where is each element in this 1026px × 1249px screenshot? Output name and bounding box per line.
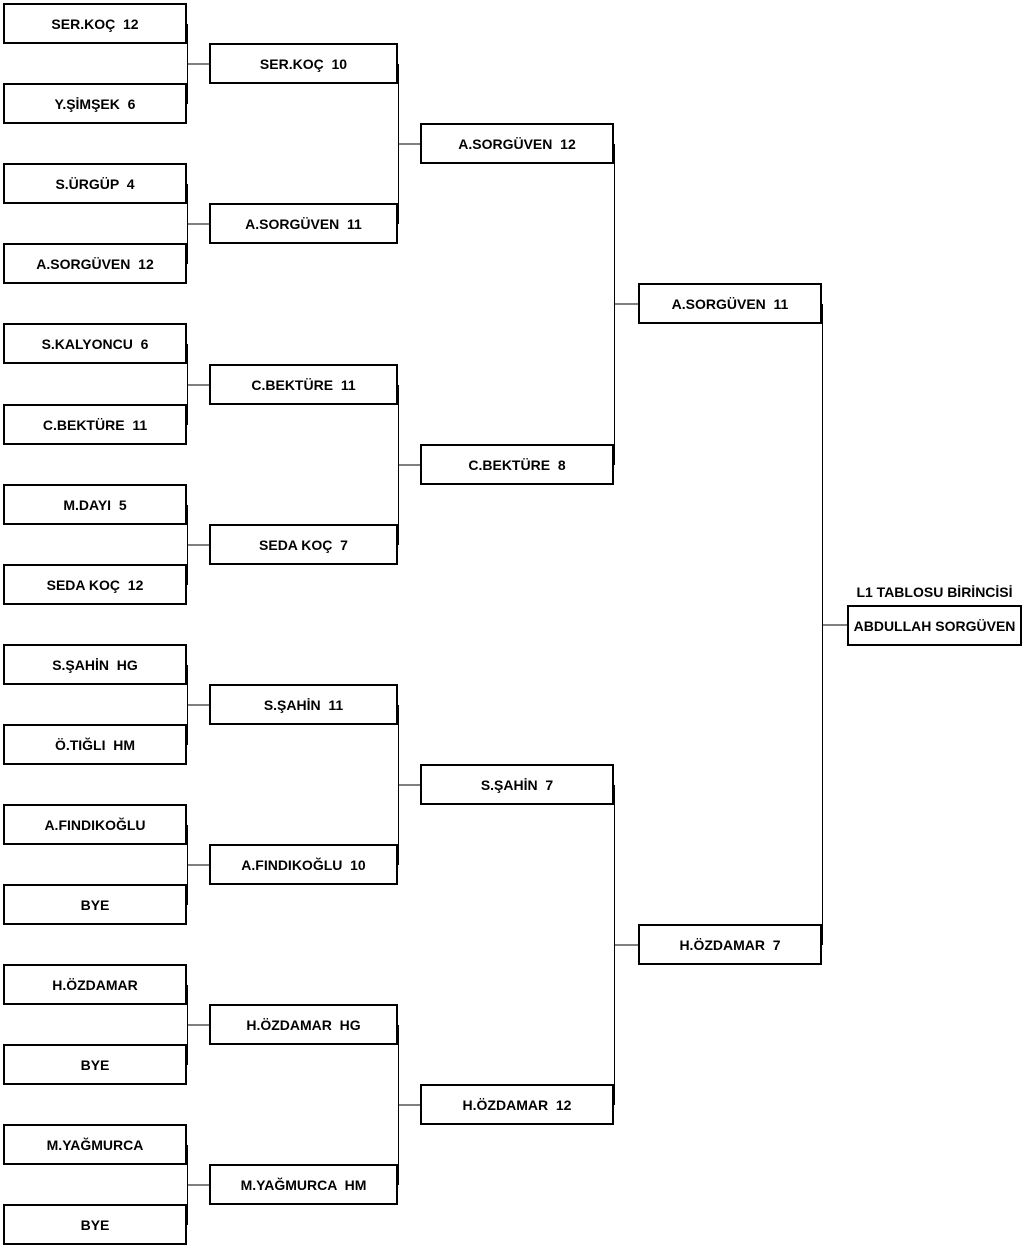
bracket-slot: S.ŞAHİN HG: [3, 644, 187, 685]
bracket-slot: BYE: [3, 1204, 187, 1245]
bracket-slot: H.ÖZDAMAR 12: [420, 1084, 614, 1125]
connector: [398, 705, 420, 865]
connector: [822, 304, 847, 945]
connector: [614, 785, 638, 1105]
bracket-slot: A.FINDIKOĞLU: [3, 804, 187, 845]
bracket-slot: C.BEKTÜRE 8: [420, 444, 614, 485]
bracket-slot: H.ÖZDAMAR 7: [638, 924, 822, 965]
champion-title: L1 TABLOSU BİRİNCİSİ: [856, 584, 1013, 600]
bracket-slot: BYE: [3, 884, 187, 925]
connector: [187, 344, 209, 425]
bracket-slot: A.SORGÜVEN 11: [638, 283, 822, 324]
bracket-slot: M.DAYI 5: [3, 484, 187, 525]
connector: [187, 184, 209, 264]
bracket-slot: H.ÖZDAMAR: [3, 964, 187, 1005]
bracket-slot: A.SORGÜVEN 12: [3, 243, 187, 284]
bracket-slot: SER.KOÇ 10: [209, 43, 398, 84]
bracket-slot: SEDA KOÇ 12: [3, 564, 187, 605]
bracket-slot: S.ÜRGÜP 4: [3, 163, 187, 204]
bracket-slot: H.ÖZDAMAR HG: [209, 1004, 398, 1045]
connector: [614, 144, 638, 465]
connector: [187, 505, 209, 585]
bracket-slot: Ö.TIĞLI HM: [3, 724, 187, 765]
champion-box: ABDULLAH SORGÜVEN: [847, 605, 1022, 646]
bracket-slot: M.YAĞMURCA: [3, 1124, 187, 1165]
connector: [187, 985, 209, 1065]
bracket-slot: SEDA KOÇ 7: [209, 524, 398, 565]
connector: [398, 1025, 420, 1185]
bracket-slot: A.SORGÜVEN 11: [209, 203, 398, 244]
bracket-slot: BYE: [3, 1044, 187, 1085]
connector: [187, 1145, 209, 1225]
bracket-slot: C.BEKTÜRE 11: [3, 404, 187, 445]
connector: [398, 385, 420, 545]
connector: [187, 24, 209, 104]
bracket-slot: S.ŞAHİN 11: [209, 684, 398, 725]
bracket-slot: SER.KOÇ 12: [3, 3, 187, 44]
bracket-slot: A.SORGÜVEN 12: [420, 123, 614, 164]
connector: [187, 825, 209, 905]
bracket-slot: C.BEKTÜRE 11: [209, 364, 398, 405]
bracket-slot: A.FINDIKOĞLU 10: [209, 844, 398, 885]
bracket-slot: S.ŞAHİN 7: [420, 764, 614, 805]
connector: [187, 665, 209, 745]
bracket-slot: Y.ŞİMŞEK 6: [3, 83, 187, 124]
connector: [398, 64, 420, 224]
bracket-slot: M.YAĞMURCA HM: [209, 1164, 398, 1205]
bracket-slot: S.KALYONCU 6: [3, 323, 187, 364]
